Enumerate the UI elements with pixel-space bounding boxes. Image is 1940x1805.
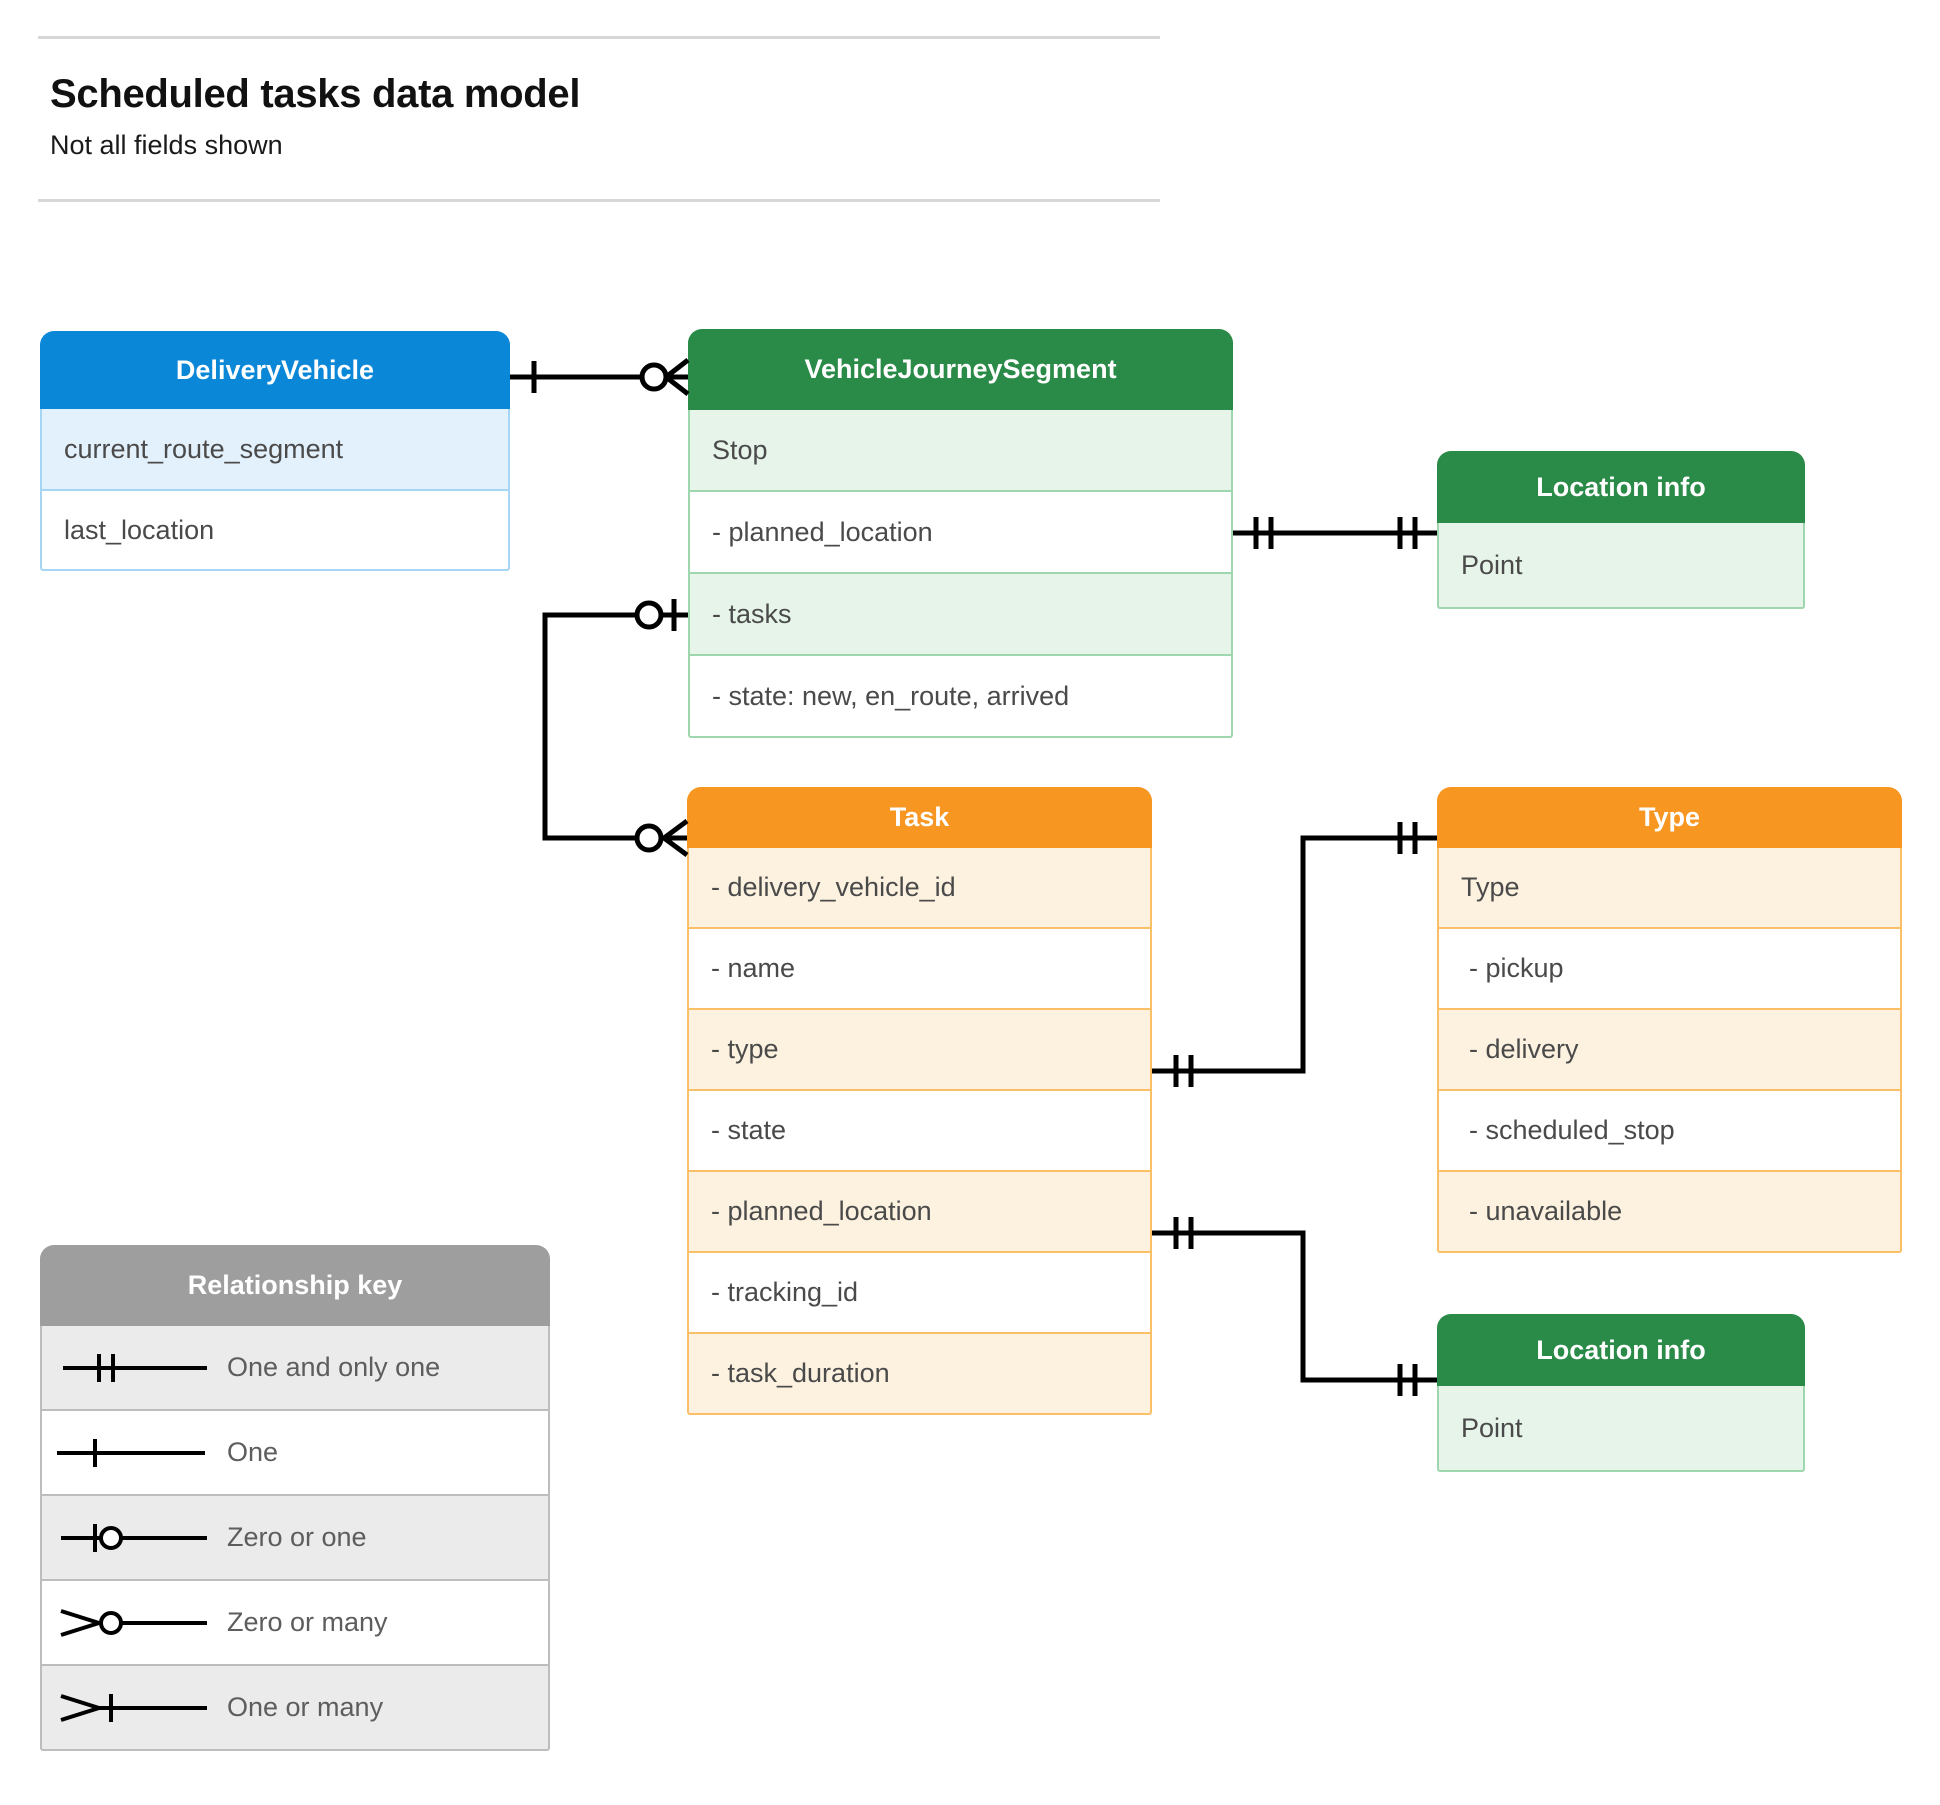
entity-vehicle-journey-segment-title: VehicleJourneySegment bbox=[688, 329, 1233, 410]
entity-location-info-top-title: Location info bbox=[1437, 451, 1805, 523]
zero-or-one-icon bbox=[42, 1518, 227, 1558]
legend-item-zero-or-one: Zero or one bbox=[40, 1496, 550, 1581]
field-type-pickup[interactable]: - pickup bbox=[1437, 929, 1902, 1010]
field-location-info-top-point[interactable]: Point bbox=[1437, 523, 1805, 609]
entity-type-title: Type bbox=[1437, 787, 1902, 848]
legend-item-one-or-many-label: One or many bbox=[227, 1692, 384, 1722]
header-bottom-divider bbox=[38, 199, 1160, 202]
legend-item-zero-or-many: Zero or many bbox=[40, 1581, 550, 1666]
page-title: Scheduled tasks data model bbox=[50, 72, 581, 116]
field-location-info-bottom-point[interactable]: Point bbox=[1437, 1386, 1805, 1472]
connector-task-planned-location-location-info bbox=[1152, 1217, 1437, 1396]
field-vjs-planned-location[interactable]: - planned_location bbox=[688, 492, 1233, 574]
legend-item-one-and-only-one: One and only one bbox=[40, 1326, 550, 1411]
entity-task-title: Task bbox=[687, 787, 1152, 848]
page-subtitle: Not all fields shown bbox=[50, 130, 283, 160]
field-type-scheduled-stop[interactable]: - scheduled_stop bbox=[1437, 1091, 1902, 1172]
field-vjs-tasks[interactable]: - tasks bbox=[688, 574, 1233, 656]
legend-item-one-label: One bbox=[227, 1437, 279, 1467]
field-task-state[interactable]: - state bbox=[687, 1091, 1152, 1172]
field-task-type[interactable]: - type bbox=[687, 1010, 1152, 1091]
entity-delivery-vehicle-title: DeliveryVehicle bbox=[40, 331, 510, 409]
header-top-divider bbox=[38, 36, 1160, 39]
legend-item-zero-or-one-label: Zero or one bbox=[227, 1522, 367, 1552]
field-type-type[interactable]: Type bbox=[1437, 848, 1902, 929]
one-or-many-icon bbox=[42, 1688, 227, 1728]
field-task-tracking-id[interactable]: - tracking_id bbox=[687, 1253, 1152, 1334]
entity-location-info-bottom-title: Location info bbox=[1437, 1314, 1805, 1386]
connector-vjs-planned-location-location-info bbox=[1233, 517, 1437, 549]
field-task-name[interactable]: - name bbox=[687, 929, 1152, 1010]
field-task-planned-location[interactable]: - planned_location bbox=[687, 1172, 1152, 1253]
legend-item-one-or-many: One or many bbox=[40, 1666, 550, 1751]
field-type-unavailable[interactable]: - unavailable bbox=[1437, 1172, 1902, 1253]
connector-vjs-tasks-task bbox=[542, 599, 689, 858]
legend-title: Relationship key bbox=[40, 1245, 550, 1326]
legend-relationship-key: Relationship key One and only one One bbox=[40, 1245, 550, 1751]
entity-delivery-vehicle[interactable]: DeliveryVehicle current_route_segment la… bbox=[40, 331, 510, 571]
field-task-task-duration[interactable]: - task_duration bbox=[687, 1334, 1152, 1415]
connector-deliveryvehicle-vehiclejourneysegment bbox=[510, 358, 690, 396]
legend-item-one-and-only-one-label: One and only one bbox=[227, 1352, 441, 1382]
field-last-location[interactable]: last_location bbox=[40, 491, 510, 571]
connector-task-type-type bbox=[1152, 822, 1437, 1087]
field-type-delivery[interactable]: - delivery bbox=[1437, 1010, 1902, 1091]
one-and-only-one-icon bbox=[42, 1348, 227, 1388]
legend-item-zero-or-many-label: Zero or many bbox=[227, 1607, 388, 1637]
entity-type[interactable]: Type Type - pickup - delivery - schedule… bbox=[1437, 787, 1902, 1253]
entity-task[interactable]: Task - delivery_vehicle_id - name - type… bbox=[687, 787, 1152, 1415]
legend-item-one: One bbox=[40, 1411, 550, 1496]
entity-vehicle-journey-segment[interactable]: VehicleJourneySegment Stop - planned_loc… bbox=[688, 329, 1233, 738]
field-current-route-segment[interactable]: current_route_segment bbox=[40, 409, 510, 491]
one-icon bbox=[42, 1433, 227, 1473]
field-vjs-stop[interactable]: Stop bbox=[688, 410, 1233, 492]
entity-location-info-bottom[interactable]: Location info Point bbox=[1437, 1314, 1805, 1472]
entity-location-info-top[interactable]: Location info Point bbox=[1437, 451, 1805, 609]
field-vjs-state[interactable]: - state: new, en_route, arrived bbox=[688, 656, 1233, 738]
zero-or-many-icon bbox=[42, 1603, 227, 1643]
field-task-delivery-vehicle-id[interactable]: - delivery_vehicle_id bbox=[687, 848, 1152, 929]
